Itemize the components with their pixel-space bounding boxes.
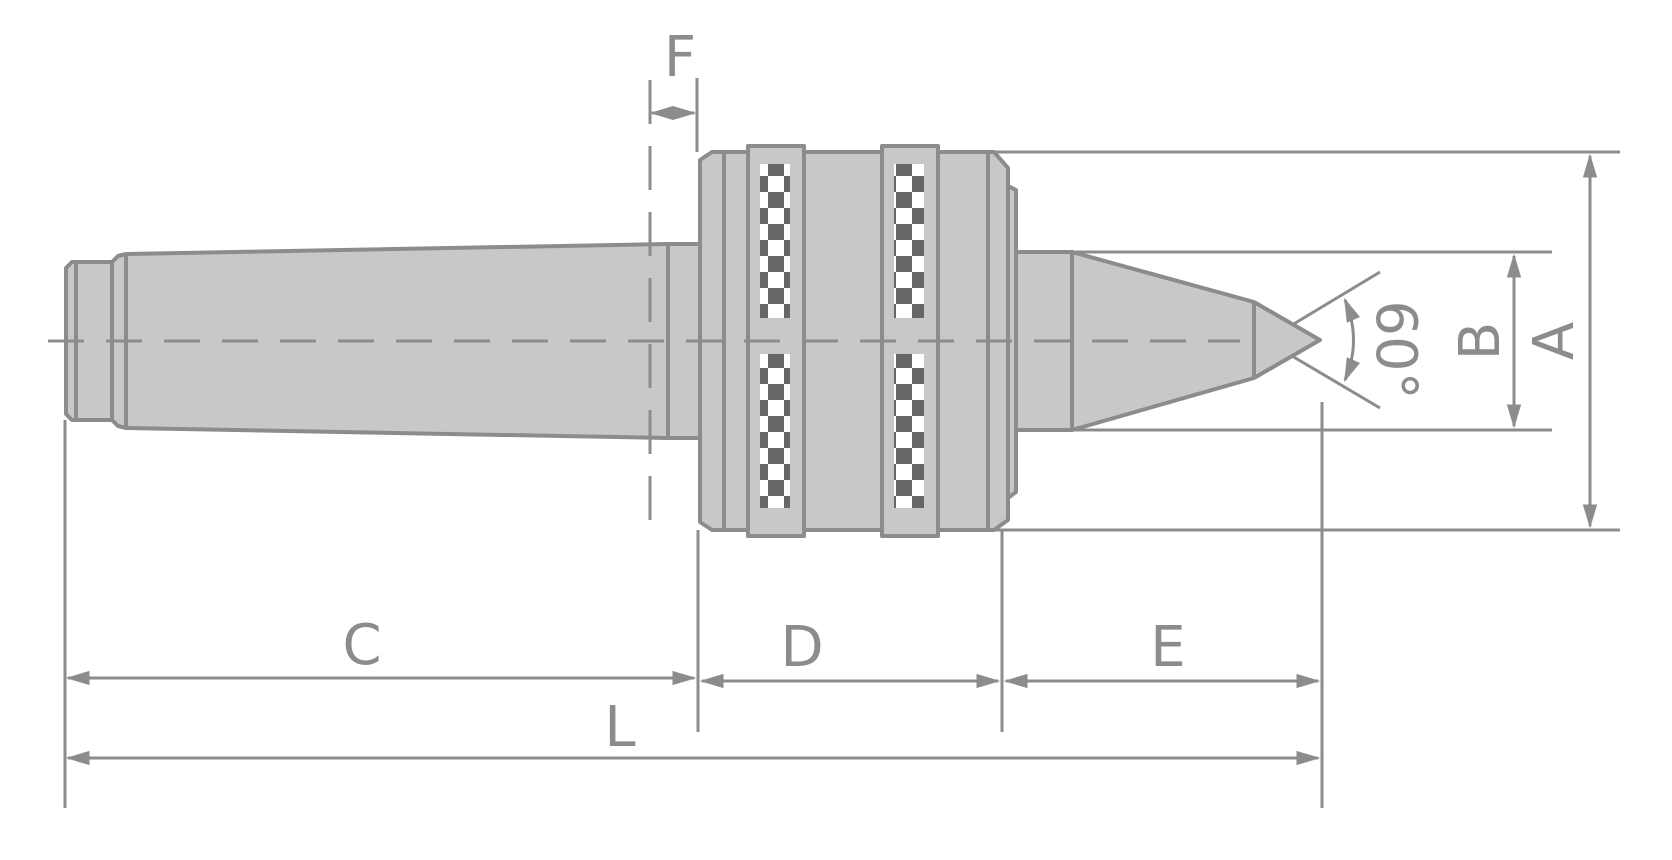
label-f: F (664, 25, 696, 90)
label-a: A (1522, 322, 1587, 360)
knurl-pattern (760, 164, 924, 508)
label-e: E (1150, 615, 1185, 680)
label-d: D (780, 615, 823, 680)
dimension-lines (63, 78, 1620, 808)
label-b: B (1448, 322, 1513, 360)
label-l: L (604, 695, 635, 760)
label-angle: 60° (1363, 300, 1428, 399)
label-c: C (342, 613, 381, 678)
conical-point (1070, 250, 1322, 432)
